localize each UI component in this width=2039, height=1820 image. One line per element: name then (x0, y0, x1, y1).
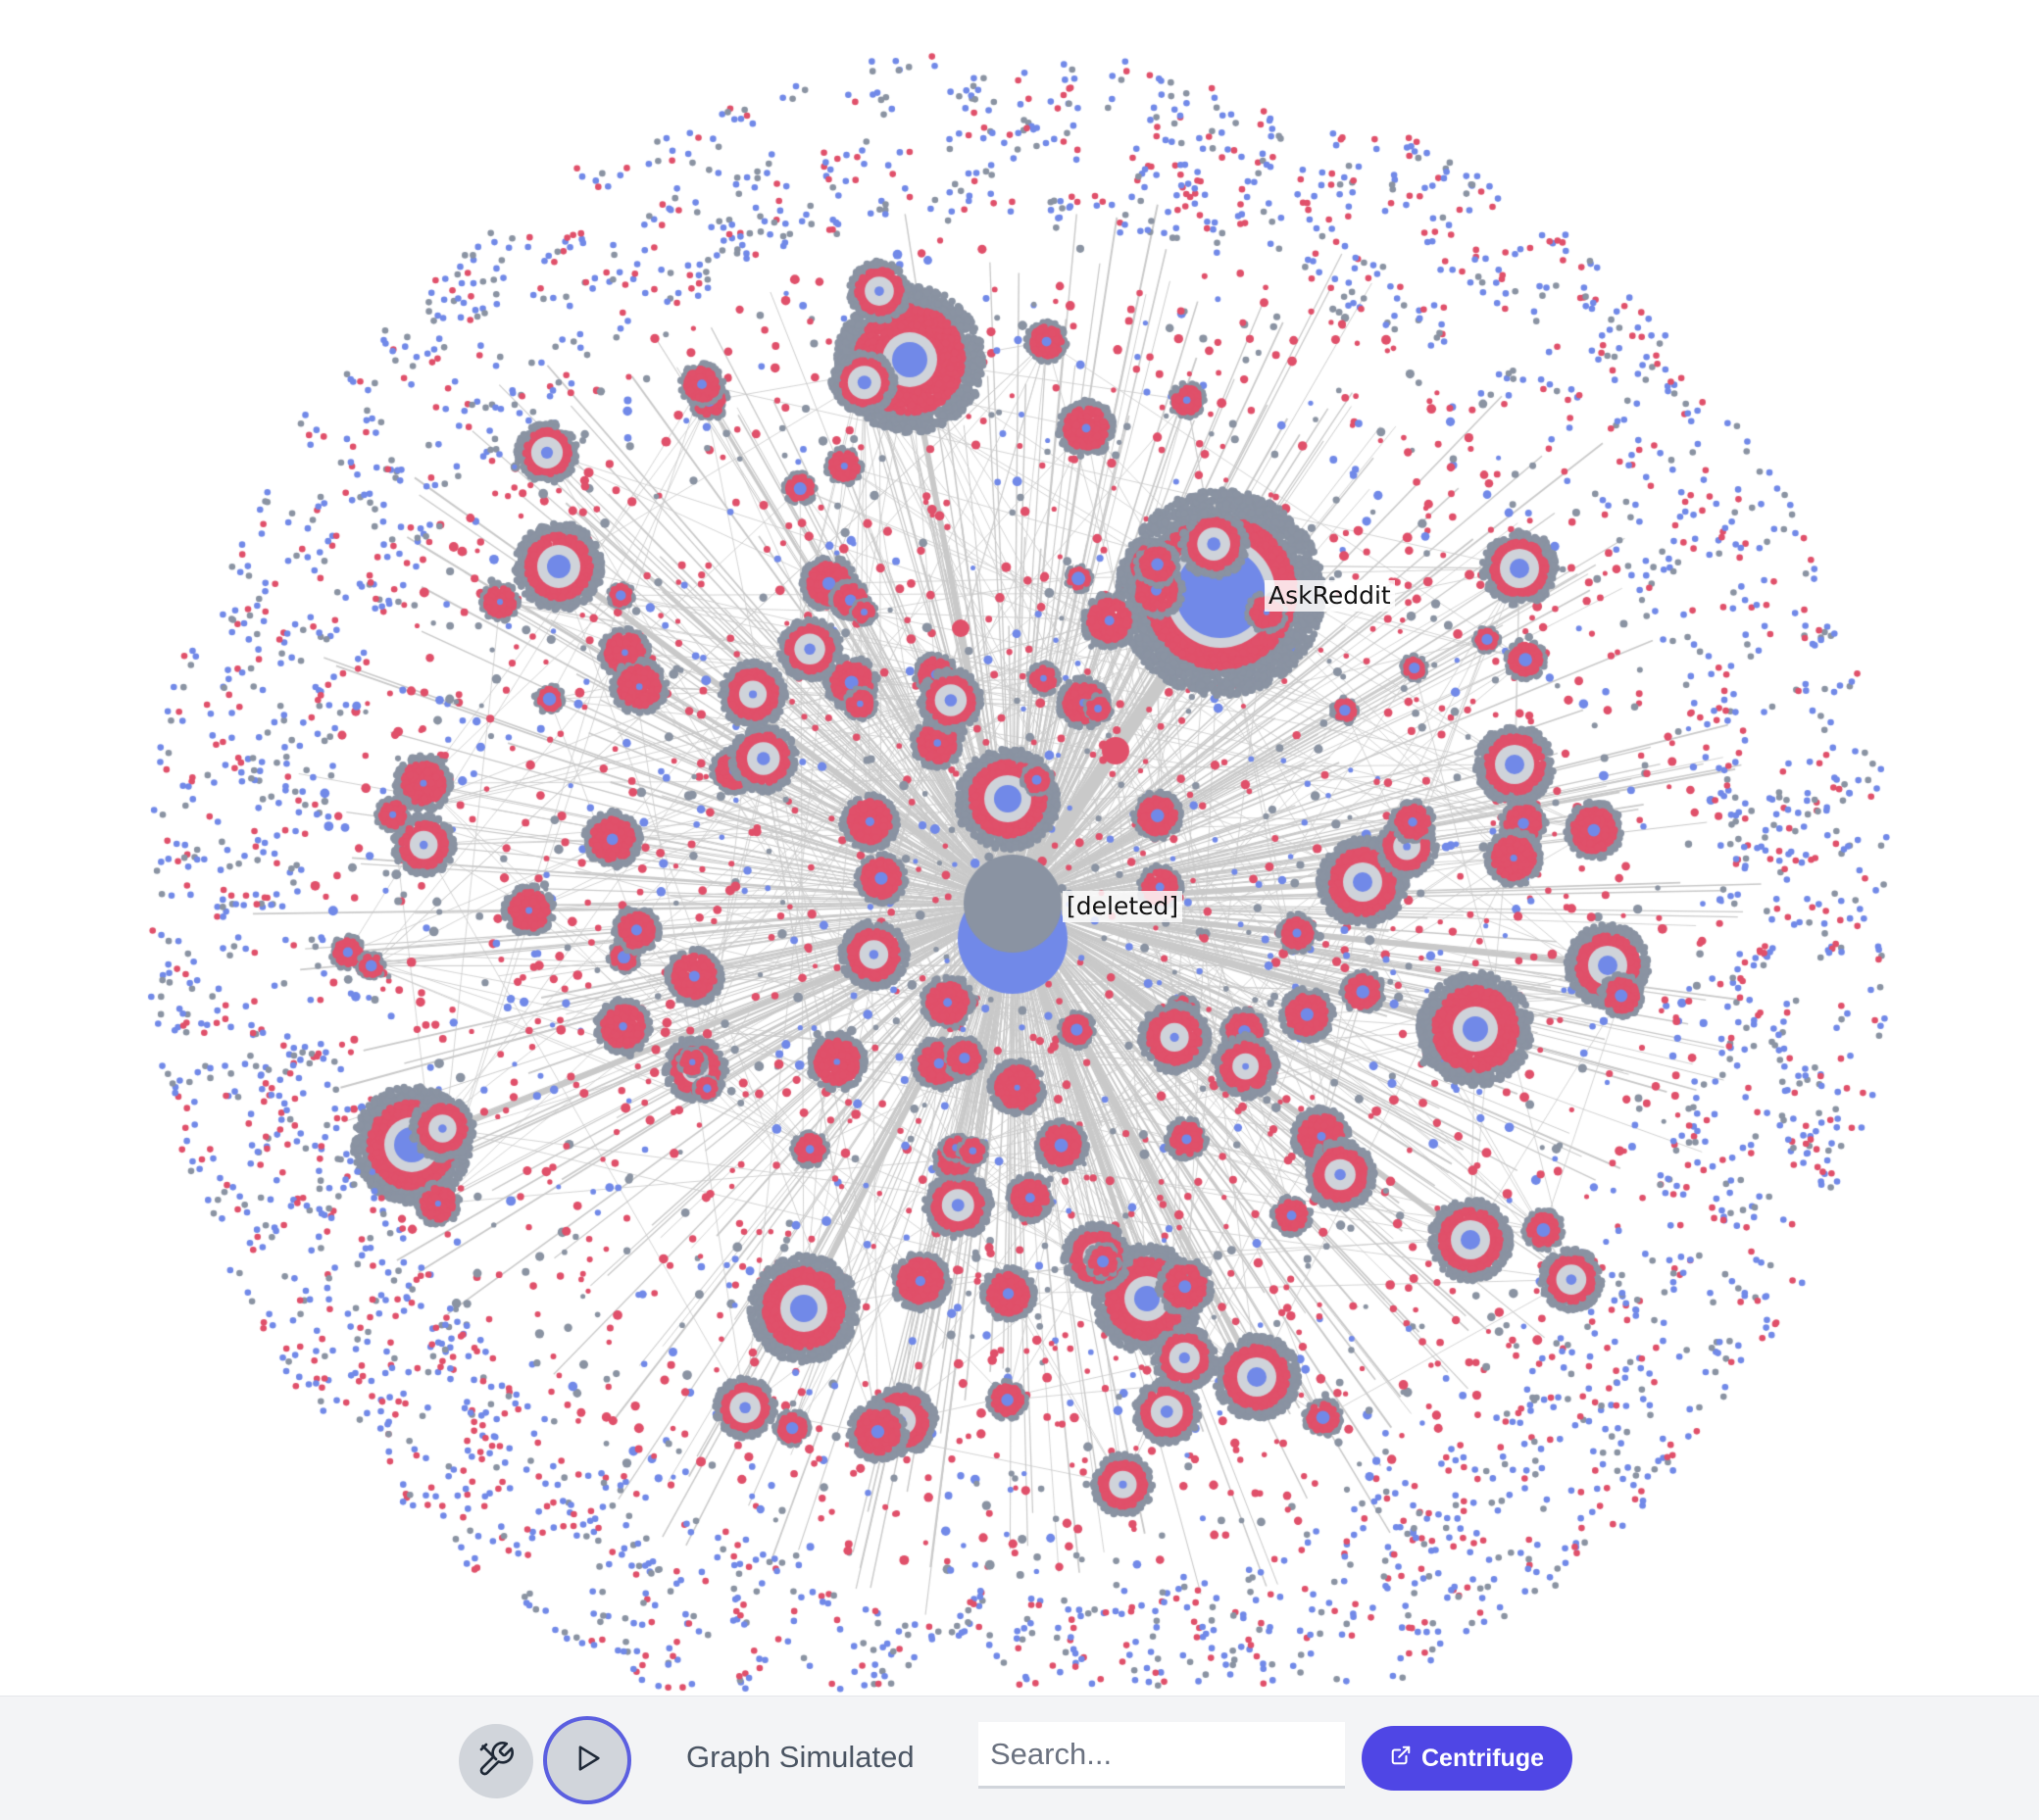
external-link-icon (1390, 1745, 1412, 1773)
node-label-askreddit: AskReddit (1265, 580, 1395, 612)
play-button[interactable] (543, 1716, 631, 1804)
settings-button[interactable] (459, 1724, 533, 1798)
play-icon (571, 1742, 604, 1780)
tools-icon (476, 1740, 516, 1784)
centrifuge-label: Centrifuge (1421, 1744, 1544, 1772)
node-label-deleted: [deleted] (1063, 891, 1183, 922)
bottom-toolbar: Graph Simulated Centrifuge (0, 1696, 2039, 1820)
centrifuge-button[interactable]: Centrifuge (1362, 1726, 1572, 1791)
search-input[interactable] (978, 1722, 1345, 1789)
network-graph-canvas[interactable] (0, 0, 2039, 1696)
simulation-status: Graph Simulated (686, 1740, 915, 1774)
